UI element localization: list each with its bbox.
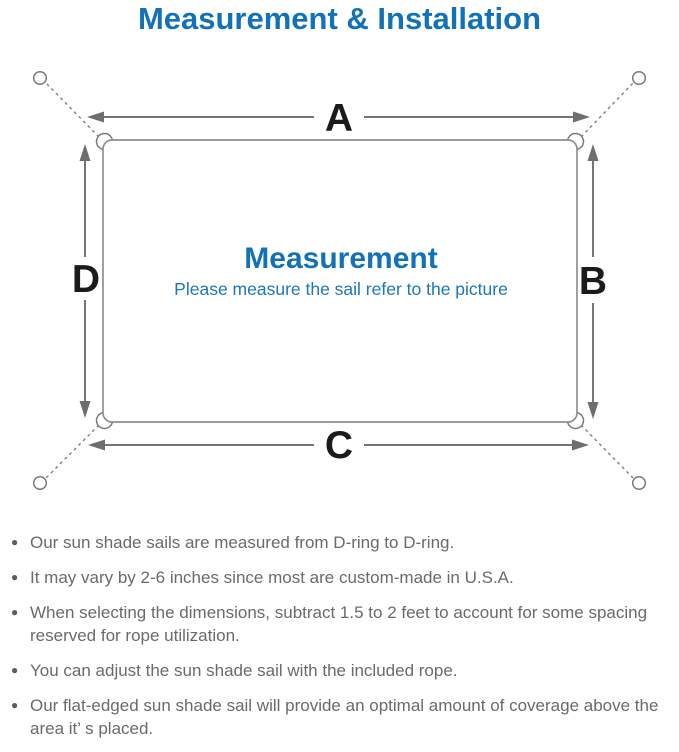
note-text: When selecting the dimensions, subtract … [30, 603, 648, 645]
anchor-ring-bottom-left-icon [32, 475, 48, 491]
rope-line-bottom-right [580, 424, 634, 479]
bullet-icon: ● [11, 535, 19, 549]
dim-d-arrowhead-down-icon [79, 401, 91, 418]
note-item: ● When selecting the dimensions, subtract… [11, 601, 671, 647]
rope-line-top-left [45, 82, 100, 138]
dim-label-d: D [72, 258, 100, 301]
note-item: ● It may vary by 2-6 inches since most ar… [11, 566, 671, 589]
diagram-heading: Measurement [244, 242, 437, 275]
diagram-subheading: Please measure the sail refer to the pic… [174, 279, 508, 299]
dim-d-arrowhead-up-icon [79, 144, 91, 161]
measurement-diagram: A C D B Measurement Please measure the s… [0, 50, 679, 510]
bullet-icon: ● [11, 663, 19, 677]
anchor-ring-bottom-right-icon [631, 475, 647, 491]
note-text: It may vary by 2-6 inches since most are… [30, 568, 514, 587]
note-text: You can adjust the sun shade sail with t… [30, 661, 458, 680]
bullet-icon: ● [11, 570, 19, 584]
dim-a-arrowhead-right-icon [573, 111, 590, 123]
note-item: ● Our sun shade sails are measured from D… [11, 531, 671, 554]
bullet-icon: ● [11, 698, 19, 712]
dim-a-arrowhead-left-icon [87, 111, 104, 123]
rope-line-top-right [580, 82, 634, 138]
anchor-ring-top-left-icon [32, 70, 48, 86]
dim-b-arrowhead-down-icon [587, 402, 599, 419]
note-item: ● You can adjust the sun shade sail with … [11, 659, 671, 682]
anchor-ring-top-right-icon [631, 70, 647, 86]
dim-b-arrowhead-up-icon [587, 144, 599, 161]
rope-line-bottom-left [45, 424, 100, 479]
notes-list: ● Our sun shade sails are measured from D… [11, 531, 671, 752]
dim-c-arrowhead-right-icon [572, 439, 589, 451]
sail-outline [102, 139, 578, 423]
note-item: ● Our flat-edged sun shade sail will prov… [11, 694, 671, 740]
note-text: Our flat-edged sun shade sail will provi… [30, 696, 659, 738]
dim-label-b: B [579, 260, 607, 303]
sail-diagram-canvas: A C D B Measurement Please measure the s… [32, 70, 647, 491]
dim-label-a: A [325, 97, 353, 140]
page-title: Measurement & Installation [137, 1, 542, 36]
dim-c-arrowhead-left-icon [88, 439, 105, 451]
dim-label-c: C [325, 424, 353, 467]
bullet-icon: ● [11, 605, 19, 619]
note-text: Our sun shade sails are measured from D-… [30, 533, 455, 552]
